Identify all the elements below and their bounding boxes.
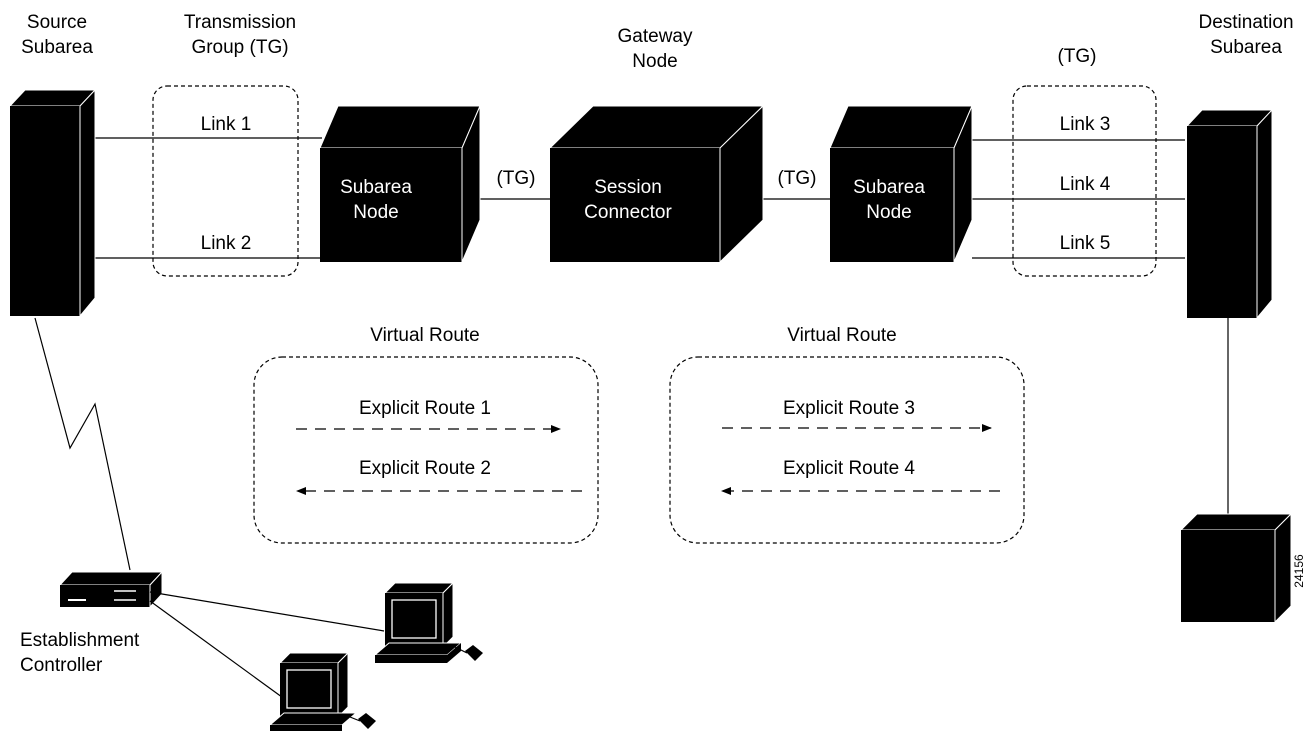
explicit-route-2-label: Explicit Route 2	[359, 458, 491, 479]
svg-text:Node: Node	[866, 202, 911, 223]
lightning-bolt-link	[34, 317, 131, 571]
transmission-group-label: Transmission Group (TG)	[184, 12, 296, 58]
source-subarea-label: Source Subarea	[21, 12, 93, 58]
session-connector-node: Session Connector	[548, 104, 765, 264]
explicit-route-1-label: Explicit Route 1	[359, 398, 491, 419]
svg-text:Subarea: Subarea	[340, 177, 412, 198]
destination-subarea-host-icon	[1185, 108, 1274, 320]
controller-to-terminal-2-line	[149, 600, 287, 701]
svg-text:Source: Source	[27, 12, 87, 33]
virtual-route-1-title: Virtual Route	[370, 325, 480, 346]
virtual-route-1: Virtual Route Explicit Route 1 Explicit …	[253, 325, 599, 544]
link-3-label: Link 3	[1060, 114, 1111, 135]
gateway-node-label: Gateway Node	[618, 26, 693, 72]
svg-text:Subarea: Subarea	[853, 177, 925, 198]
establishment-controller-label: Establishment Controller	[20, 630, 140, 676]
link-2-label: Link 2	[201, 233, 252, 254]
virtual-route-2: Virtual Route Explicit Route 3 Explicit …	[669, 325, 1025, 544]
virtual-route-2-title: Virtual Route	[787, 325, 897, 346]
terminal-1-icon	[373, 581, 483, 663]
right-subarea-node: Subarea Node	[829, 105, 973, 263]
destination-subarea-label: Destination Subarea	[1198, 12, 1293, 58]
svg-text:Subarea: Subarea	[21, 37, 93, 58]
tg-connector-left-label: (TG)	[496, 168, 535, 189]
controller-to-terminal-1-line	[149, 591, 385, 632]
svg-text:Establishment: Establishment	[20, 630, 140, 651]
link-4-label: Link 4	[1060, 174, 1111, 195]
figure-number: 24156	[1292, 554, 1306, 588]
source-subarea-host-icon	[8, 88, 97, 318]
establishment-controller-device-icon	[58, 570, 164, 609]
svg-text:Gateway: Gateway	[618, 26, 693, 47]
svg-text:Destination: Destination	[1198, 12, 1293, 33]
tg-right-label: (TG)	[1057, 46, 1096, 67]
svg-text:Group (TG): Group (TG)	[191, 37, 288, 58]
explicit-route-4-label: Explicit Route 4	[783, 458, 915, 479]
svg-text:Connector: Connector	[584, 202, 672, 223]
svg-text:Node: Node	[353, 202, 398, 223]
link-1-label: Link 1	[201, 114, 252, 135]
svg-text:Controller: Controller	[20, 655, 103, 676]
transmission-group-box-right	[1012, 85, 1157, 277]
terminal-2-icon	[268, 651, 376, 731]
svg-text:Session: Session	[594, 177, 662, 198]
tg-connector-right-label: (TG)	[777, 168, 816, 189]
svg-text:Node: Node	[632, 51, 677, 72]
svg-text:Transmission: Transmission	[184, 12, 296, 33]
svg-text:Subarea: Subarea	[1210, 37, 1282, 58]
link-5-label: Link 5	[1060, 233, 1111, 254]
explicit-route-3-label: Explicit Route 3	[783, 398, 915, 419]
left-subarea-node: Subarea Node	[319, 105, 481, 263]
destination-device-icon	[1179, 512, 1293, 624]
transmission-group-box-left	[152, 85, 299, 277]
